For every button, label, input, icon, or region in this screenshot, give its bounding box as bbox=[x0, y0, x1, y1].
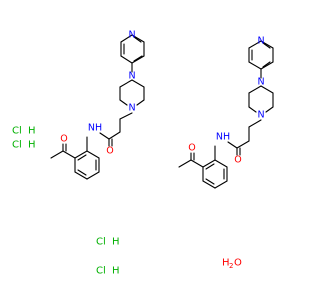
hydrogen-label: H bbox=[28, 140, 36, 151]
molecule-2-piperazine-nitrogen-bottom: N bbox=[257, 110, 264, 121]
molecule-2-acetyl-group bbox=[178, 152, 204, 168]
hydrochloride-salt-3: Cl H bbox=[96, 237, 120, 248]
hydrochloride-salt-2: Cl H bbox=[12, 140, 36, 151]
hydrochloride-salt-4: Cl H bbox=[96, 266, 120, 277]
molecule-1-piperazine-nitrogen-top: N bbox=[128, 71, 135, 82]
chlorine-label: Cl bbox=[12, 140, 22, 151]
molecule-2-ketone-oxygen: O bbox=[188, 143, 195, 154]
molecule-2-propanamide-chain bbox=[227, 119, 262, 156]
hydrogen-label: H bbox=[28, 126, 36, 137]
molecule-2: N N N NH O O bbox=[178, 36, 274, 189]
chlorine-label: Cl bbox=[96, 266, 106, 277]
hydrogen-label: H bbox=[112, 237, 120, 248]
molecule-1-benzene-ring bbox=[74, 136, 100, 180]
molecule-1-acetyl-group bbox=[50, 143, 76, 159]
water-subscript: 2 bbox=[229, 262, 233, 270]
molecule-1-piperazine-nitrogen-bottom: N bbox=[128, 103, 135, 114]
water-hydrogen: H bbox=[222, 258, 230, 269]
molecule-1: N N N NH O O bbox=[50, 30, 145, 180]
molecule-2-piperazine-nitrogen-top: N bbox=[257, 77, 264, 88]
structure-diagram: N N N NH O O bbox=[12, 30, 274, 277]
molecule-1-pyridine-nitrogen: N bbox=[128, 30, 135, 41]
hydrochloride-salt-1: Cl H bbox=[12, 126, 36, 137]
chlorine-label: Cl bbox=[12, 126, 22, 137]
molecule-1-amide-oxygen: O bbox=[106, 146, 113, 157]
molecule-1-amide-nitrogen: NH bbox=[88, 123, 102, 134]
molecule-2-pyridine-nitrogen: N bbox=[257, 36, 264, 47]
water-oxygen: O bbox=[234, 258, 242, 269]
molecule-2-pyridine-ring bbox=[248, 40, 274, 70]
chlorine-label: Cl bbox=[96, 237, 106, 248]
molecule-2-piperazine-ring bbox=[248, 85, 274, 113]
molecule-2-benzene-ring bbox=[202, 145, 228, 189]
molecule-1-ketone-oxygen: O bbox=[60, 134, 67, 145]
molecule-1-propanamide-chain bbox=[99, 112, 133, 147]
molecule-1-piperazine-ring bbox=[119, 79, 145, 106]
hydrogen-label: H bbox=[112, 266, 120, 277]
molecule-2-amide-oxygen: O bbox=[234, 155, 241, 166]
molecule-1-pyridine-ring bbox=[120, 34, 145, 64]
water-molecule: H 2 O bbox=[222, 258, 242, 271]
structure-canvas: N N N NH O O bbox=[12, 29, 274, 277]
molecule-2-amide-nitrogen: NH bbox=[216, 132, 230, 143]
